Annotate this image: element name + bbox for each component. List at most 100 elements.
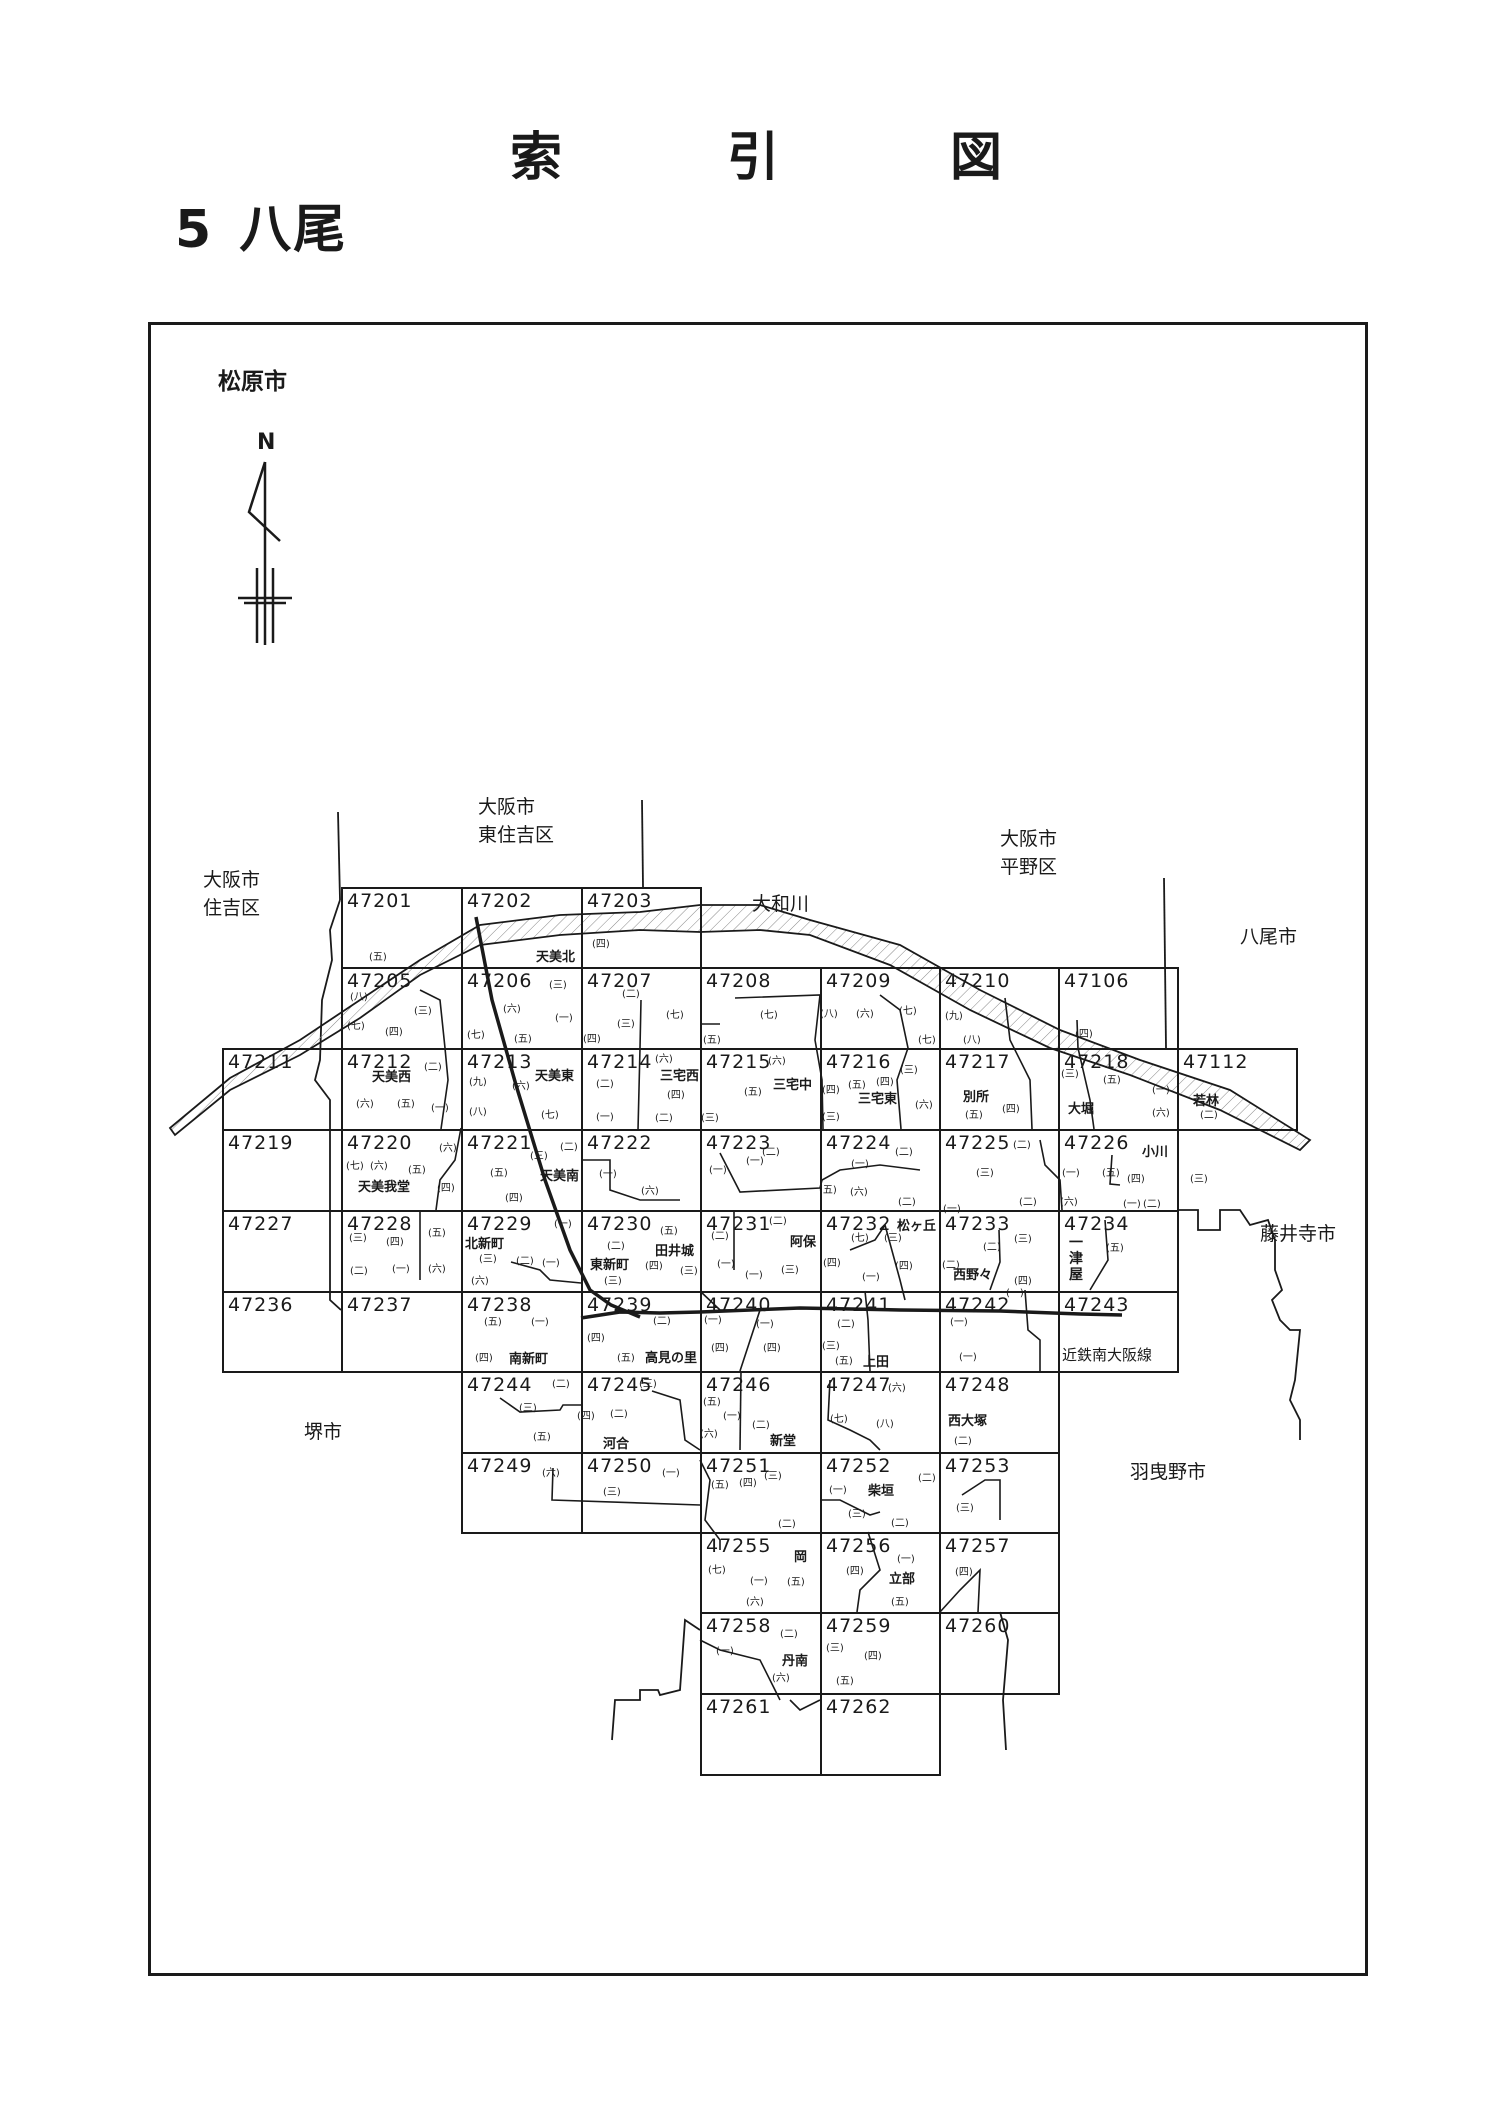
chome-label: (二) xyxy=(516,1256,534,1267)
map-sheet-47256[interactable]: 47256 xyxy=(820,1532,941,1614)
chome-label: (二) xyxy=(954,1436,972,1447)
chome-label: (六) xyxy=(772,1673,790,1684)
chome-label: (二) xyxy=(1200,1110,1218,1121)
label-osaka-higashisumiyoshi-1: 大阪市 xyxy=(478,796,536,818)
chome-label: (四) xyxy=(577,1411,595,1422)
town-label: 河合 xyxy=(603,1437,630,1452)
chome-label: (二) xyxy=(752,1420,770,1431)
chome-label: (四) xyxy=(846,1566,864,1577)
chome-label: (二) xyxy=(711,1231,729,1242)
town-label: 若林 xyxy=(1193,1094,1220,1109)
town-label: 天美西 xyxy=(372,1070,412,1085)
chome-label: (三) xyxy=(1190,1174,1208,1185)
map-sheet-47250[interactable]: 47250 xyxy=(581,1452,702,1534)
map-sheet-47203[interactable]: 47203 xyxy=(581,887,702,969)
map-sheet-47227[interactable]: 47227 xyxy=(222,1210,343,1293)
map-sheet-47201[interactable]: 47201 xyxy=(341,887,463,969)
chome-label: (三) xyxy=(1061,1069,1079,1080)
label-yao: 八尾市 xyxy=(1240,926,1298,948)
chome-label: (五) xyxy=(660,1226,678,1237)
chome-label: (五) xyxy=(835,1356,853,1367)
map-sheet-47228[interactable]: 47228 xyxy=(341,1210,463,1293)
chome-label: (二) xyxy=(898,1197,916,1208)
chome-label: (五) xyxy=(836,1676,854,1687)
label-osaka-sumiyoshi-2: 住吉区 xyxy=(203,897,261,919)
chome-label: (二) xyxy=(560,1142,578,1153)
map-sheet-47112[interactable]: 47112 xyxy=(1177,1048,1298,1131)
chome-label: (一) xyxy=(554,1219,572,1230)
chome-label: (六) xyxy=(915,1100,933,1111)
chome-label: (五) xyxy=(428,1228,446,1239)
town-label: 阿保 xyxy=(790,1235,817,1250)
chome-label: (二) xyxy=(610,1409,628,1420)
chome-label: (八) xyxy=(820,1009,838,1020)
map-sheet-47243[interactable]: 47243 xyxy=(1058,1291,1179,1373)
chome-label: (二) xyxy=(622,989,640,1000)
chome-label: (七) xyxy=(666,1010,684,1021)
map-sheet-47261[interactable]: 47261 xyxy=(700,1693,822,1776)
chome-label: (三) xyxy=(781,1265,799,1276)
town-label: 天美我堂 xyxy=(358,1180,411,1195)
chome-label: (五) xyxy=(819,1185,837,1196)
town-label-tsuya: 一津屋 xyxy=(1069,1235,1083,1283)
chome-label: (五) xyxy=(617,1353,635,1364)
town-label: 天美南 xyxy=(540,1169,580,1184)
chome-label: (三) xyxy=(848,1509,866,1520)
chome-label: (一) xyxy=(1152,1085,1170,1096)
chome-label: (七) xyxy=(347,1021,365,1032)
chome-label: (六) xyxy=(512,1081,530,1092)
chome-label: (八) xyxy=(469,1107,487,1118)
chome-label: (六) xyxy=(655,1054,673,1065)
chome-label: (六) xyxy=(768,1056,786,1067)
chome-label: (一) xyxy=(745,1270,763,1281)
map-sheet-47224[interactable]: 47224 xyxy=(820,1129,941,1212)
chome-label: (七) xyxy=(760,1010,778,1021)
town-label: 松ヶ丘 xyxy=(897,1219,937,1234)
map-sheet-47217[interactable]: 47217 xyxy=(939,1048,1060,1131)
town-label: 天美東 xyxy=(535,1069,575,1084)
map-sheet-47246[interactable]: 47246 xyxy=(700,1371,822,1454)
chome-label: (二) xyxy=(918,1473,936,1484)
chome-label: (三) xyxy=(976,1168,994,1179)
title-char-2: 引 xyxy=(727,128,780,188)
chome-label: (二) xyxy=(653,1316,671,1327)
chome-label: (三) xyxy=(822,1112,840,1123)
chome-label: (三) xyxy=(603,1487,621,1498)
chome-label: (一) xyxy=(829,1485,847,1496)
map-sheet-47251[interactable]: 47251 xyxy=(700,1452,822,1534)
map-sheet-47212[interactable]: 47212 xyxy=(341,1048,463,1131)
map-sheet-47253[interactable]: 47253 xyxy=(939,1452,1060,1534)
chome-label: (五) xyxy=(514,1034,532,1045)
map-sheet-47260[interactable]: 47260 xyxy=(939,1612,1060,1695)
chome-label: (二) xyxy=(552,1379,570,1390)
chome-label: (五) xyxy=(490,1168,508,1179)
chome-label: (五) xyxy=(1106,1243,1124,1254)
chome-label: (八) xyxy=(876,1419,894,1430)
chome-label: (二) xyxy=(607,1241,625,1252)
chome-label: (六) xyxy=(503,1004,521,1015)
map-sheet-47237[interactable]: 47237 xyxy=(341,1291,463,1373)
chome-label: (五) xyxy=(703,1397,721,1408)
map-sheet-47211[interactable]: 47211 xyxy=(222,1048,343,1131)
section-number: 5 xyxy=(175,200,214,260)
chome-label: (七) xyxy=(541,1110,559,1121)
town-label: 西大塚 xyxy=(948,1414,988,1429)
map-sheet-47219[interactable]: 47219 xyxy=(222,1129,343,1212)
chome-label: (四) xyxy=(1014,1276,1032,1287)
map-sheet-47249[interactable]: 47249 xyxy=(461,1452,583,1534)
chome-label: (四) xyxy=(955,1567,973,1578)
chome-label: (四) xyxy=(822,1085,840,1096)
town-label: 三宅中 xyxy=(773,1078,813,1093)
chome-label: (九) xyxy=(945,1011,963,1022)
title-char-3: 図 xyxy=(950,128,1003,188)
chome-label: (二) xyxy=(1019,1197,1037,1208)
chome-label: (五) xyxy=(1103,1075,1121,1086)
map-sheet-47262[interactable]: 47262 xyxy=(820,1693,941,1776)
map-sheet-47240[interactable]: 47240 xyxy=(700,1291,822,1373)
map-sheet-47242[interactable]: 47242 xyxy=(939,1291,1060,1373)
map-sheet-47236[interactable]: 47236 xyxy=(222,1291,343,1373)
chome-label: (一) xyxy=(723,1411,741,1422)
town-label: 天美北 xyxy=(536,950,576,965)
chome-label: (四) xyxy=(587,1333,605,1344)
